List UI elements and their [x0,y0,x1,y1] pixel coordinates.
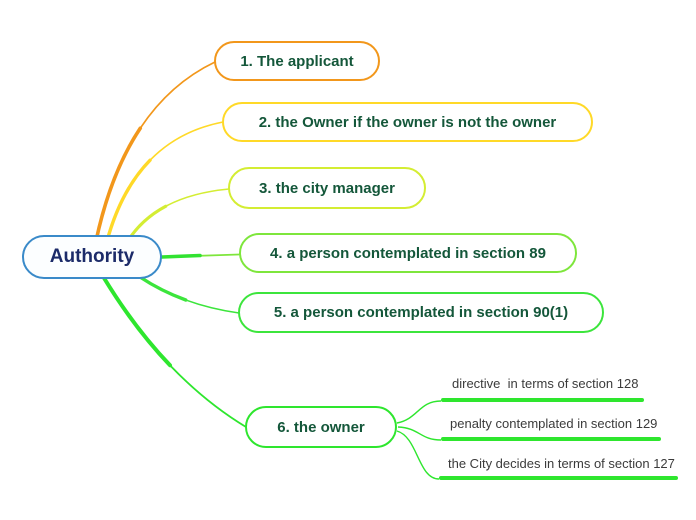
connector-branch-6-thick [102,276,172,368]
branch-node-label: 6. the owner [277,418,365,436]
branch-node-1-applicant[interactable]: 1. The applicant [214,41,380,81]
leaf-node-label: directive in terms of section 128 [452,376,639,391]
branch-node-label: 1. The applicant [240,52,354,70]
connector-branch-4-thick [160,253,202,259]
branch-node-6-the-owner[interactable]: 6. the owner [245,406,397,448]
leaf-underline [441,398,644,402]
branch-node-5-section-90-1[interactable]: 5. a person contemplated in section 90(1… [238,292,604,333]
connector-branch-1-thick [94,126,143,243]
root-node-authority[interactable]: Authority [22,235,162,279]
connector-leaf-2 [397,426,442,441]
connector-branch-2-thick [105,158,152,243]
branch-node-label: 5. a person contemplated in section 90(1… [273,304,569,321]
connector-leaf-1 [396,400,442,424]
branch-node-label: 4. a person contemplated in section 89 [270,244,546,262]
branch-node-4-section-89[interactable]: 4. a person contemplated in section 89 [239,233,577,273]
connector-branch-5 [139,276,240,314]
branch-node-2-owner-if-not-owner[interactable]: 2. the Owner if the owner is not the own… [222,102,593,142]
branch-node-label: 3. the city manager [259,179,395,197]
connector-branch-5-thick [138,275,188,302]
connector-branch-4 [161,253,240,258]
branch-node-label: 2. the Owner if the owner is not the own… [258,113,557,131]
leaf-node-label: the City decides in terms of section 127 [448,456,675,471]
connector-branch-6 [103,277,247,428]
leaf-underline [441,437,661,441]
root-node-label: Authority [49,246,135,267]
branch-node-3-city-manager[interactable]: 3. the city manager [228,167,426,209]
connector-branch-1 [95,61,216,242]
connector-leaf-3 [396,430,440,480]
leaf-node-label: penalty contemplated in section 129 [450,416,658,431]
connector-branch-2 [106,121,224,242]
leaf-underline [439,476,678,480]
